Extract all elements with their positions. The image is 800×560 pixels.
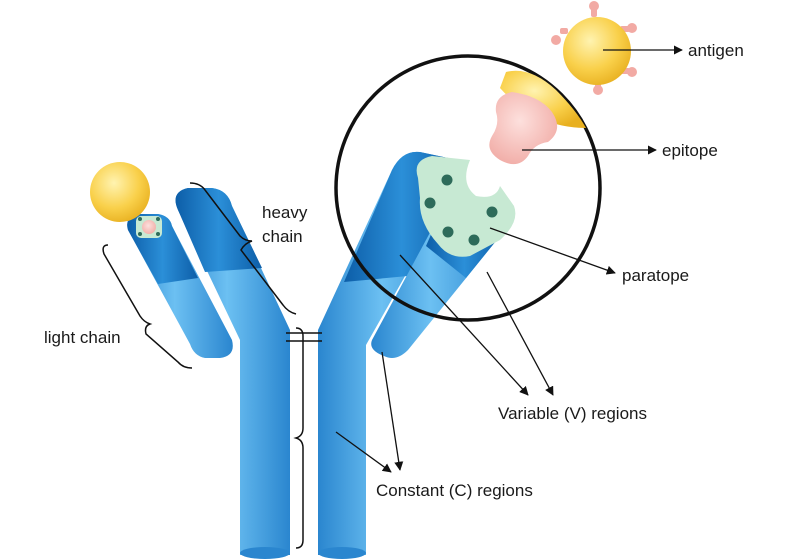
heavy-chain-left (175, 188, 290, 559)
large-antigen (500, 1, 637, 128)
constant-region-bracket (293, 327, 304, 549)
epitope-shape (489, 92, 558, 165)
variable-regions-label: Variable (V) regions (498, 404, 647, 423)
pointer-lines (335, 45, 683, 473)
heavy-chain-label-line1: heavy (262, 203, 308, 222)
paratope-label: paratope (622, 266, 689, 285)
light-chain-bracket (102, 244, 193, 369)
paratope-pocket (416, 156, 516, 257)
light-chain-label: light chain (44, 328, 121, 347)
epitope-label: epitope (662, 141, 718, 160)
left-antigen (90, 162, 162, 238)
antigen-label: antigen (688, 41, 744, 60)
hinge-disulfide-lines (286, 332, 322, 342)
constant-regions-label: Constant (C) regions (376, 481, 533, 500)
magnifier-circle (334, 54, 602, 322)
heavy-chain-bracket (189, 182, 297, 315)
heavy-chain-label-line2: chain (262, 227, 303, 246)
